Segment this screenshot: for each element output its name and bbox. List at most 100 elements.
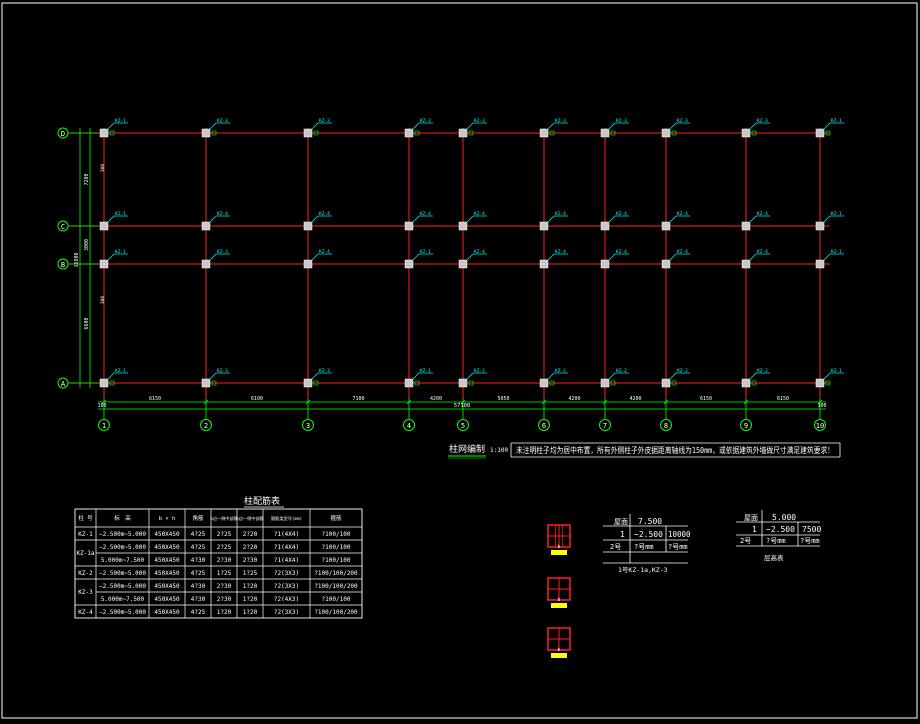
table-cell: 2?20	[243, 544, 258, 551]
column-marker-box	[313, 130, 319, 136]
column-B10	[815, 259, 825, 269]
column-C9	[741, 221, 751, 231]
column-B6	[539, 259, 549, 269]
column-marker-box	[414, 130, 420, 136]
table-cell: ?1(4X4)	[274, 544, 299, 551]
column-tag-leader	[607, 372, 616, 381]
column-tag: KZ-2	[757, 368, 768, 374]
vertical-bay-dimension: 3000	[84, 239, 90, 251]
column-tag: KZ-4	[217, 211, 228, 217]
column-marker-box	[313, 380, 319, 386]
table-cell: ?100/100	[322, 531, 351, 538]
col-axis-label-4: 4	[407, 422, 411, 430]
table-outline	[74, 508, 363, 619]
table-cell: 2?25	[217, 544, 232, 551]
column-tag: KZ-2	[474, 368, 485, 374]
level2-row-num: 1	[752, 525, 757, 534]
table-cell: ?2(3X3)	[274, 570, 299, 577]
column-tag: KZ-4	[555, 249, 566, 255]
table-cell: ?2(3X3)	[274, 583, 299, 590]
column-A9	[741, 378, 751, 388]
table-cell: ?100/100/200	[314, 609, 358, 616]
column-marker-box	[751, 130, 757, 136]
column-C5	[458, 221, 468, 231]
table-cell: 4?25	[191, 570, 206, 577]
bay-dimension: 4200	[629, 396, 641, 402]
column-marker-box	[468, 380, 474, 386]
edge-dimension-left: 100	[97, 403, 106, 409]
dim-tick-4	[460, 399, 466, 405]
row-axis-label-B: B	[61, 261, 65, 269]
column-tag-leader	[607, 253, 616, 262]
column-tag-leader	[546, 372, 555, 381]
table-cell: 1?20	[243, 583, 258, 590]
table-cell: 1?20	[243, 596, 258, 603]
column-tag-leader	[106, 215, 115, 224]
col-axis-bubble-4	[403, 419, 415, 431]
col-axis-bubble-2	[200, 419, 212, 431]
column-tag-leader	[668, 122, 677, 131]
column-tag-leader	[208, 122, 217, 131]
column-marker-box	[549, 380, 555, 386]
level1-foot-b: ?号mm	[634, 543, 654, 551]
table-header-cell: 箍筋类型号(mm)	[271, 515, 302, 522]
row-axis-bubble-A	[57, 377, 69, 389]
column-tag: KZ-4	[616, 211, 627, 217]
table-cell: 5.000m~7.500	[101, 557, 145, 564]
column-tag: KZ-1	[831, 211, 842, 217]
level2-foot-c: ?号mm	[800, 537, 820, 545]
side-mark: 300	[100, 296, 106, 304]
table-header-cell: b边一侧中部筋	[210, 515, 238, 522]
table-cell: 450X450	[154, 531, 180, 538]
column-tag: KZ-1	[831, 368, 842, 374]
column-tag-leader	[208, 253, 217, 262]
column-C2	[201, 221, 211, 231]
column-tag: KZ-3	[319, 118, 330, 124]
table-cell: 1?20	[217, 609, 232, 616]
column-B1	[99, 259, 109, 269]
dim-tick-8	[743, 399, 749, 405]
column-tag: KZ-3	[217, 118, 228, 124]
column-marker-box	[671, 380, 677, 386]
column-A1	[99, 378, 109, 388]
column-tag-leader	[411, 215, 420, 224]
column-B5	[458, 259, 468, 269]
col-axis-label-1: 1	[102, 422, 106, 430]
col-axis-bubble-5	[457, 419, 469, 431]
column-marker-box	[468, 130, 474, 136]
side-mark: 300	[100, 164, 106, 172]
plan-note: 未注明柱子均为居中布置，所有外侧柱子外皮据距离轴线为150mm，或依据建筑外墙做…	[510, 442, 841, 458]
column-tag-leader	[748, 372, 757, 381]
column-tag-leader	[822, 122, 831, 131]
column-tag-leader	[465, 372, 474, 381]
column-D6	[539, 128, 549, 138]
column-tag-leader	[748, 122, 757, 131]
level2-foot-a: 2号	[740, 537, 751, 545]
table-cell: 2?30	[217, 557, 232, 564]
dim-tick-5	[541, 399, 547, 405]
table-cell: ?100/100/200	[314, 570, 358, 577]
column-tag: KZ-4	[420, 211, 431, 217]
column-tag: KZ-3	[217, 249, 228, 255]
column-tag: KZ-4	[555, 211, 566, 217]
section-tag-marker	[551, 653, 567, 658]
table-cell: ?1(4X4)	[274, 557, 299, 564]
column-tag: KZ-1	[115, 368, 126, 374]
level2-header-value: 5.000	[772, 513, 796, 522]
level2-foot-b: ?号mm	[766, 537, 786, 545]
col-axis-bubble-10	[814, 419, 826, 431]
level-table-2: 屋面 5.000 1 −2.500 7500 2号 ?号mm ?号mm 层高表	[736, 510, 821, 562]
column-tag: KZ-4	[319, 211, 330, 217]
column-tag-leader	[668, 253, 677, 262]
table-cell: 2?30	[217, 596, 232, 603]
column-marker-box	[414, 380, 420, 386]
table-cell: ?100/100	[322, 557, 351, 564]
column-tag: KZ-4	[757, 211, 768, 217]
column-tag-leader	[748, 215, 757, 224]
column-tag: KZ-1	[420, 249, 431, 255]
table-cell: 2?20	[243, 531, 258, 538]
column-A2	[201, 378, 211, 388]
col-axis-label-3: 3	[306, 422, 310, 430]
